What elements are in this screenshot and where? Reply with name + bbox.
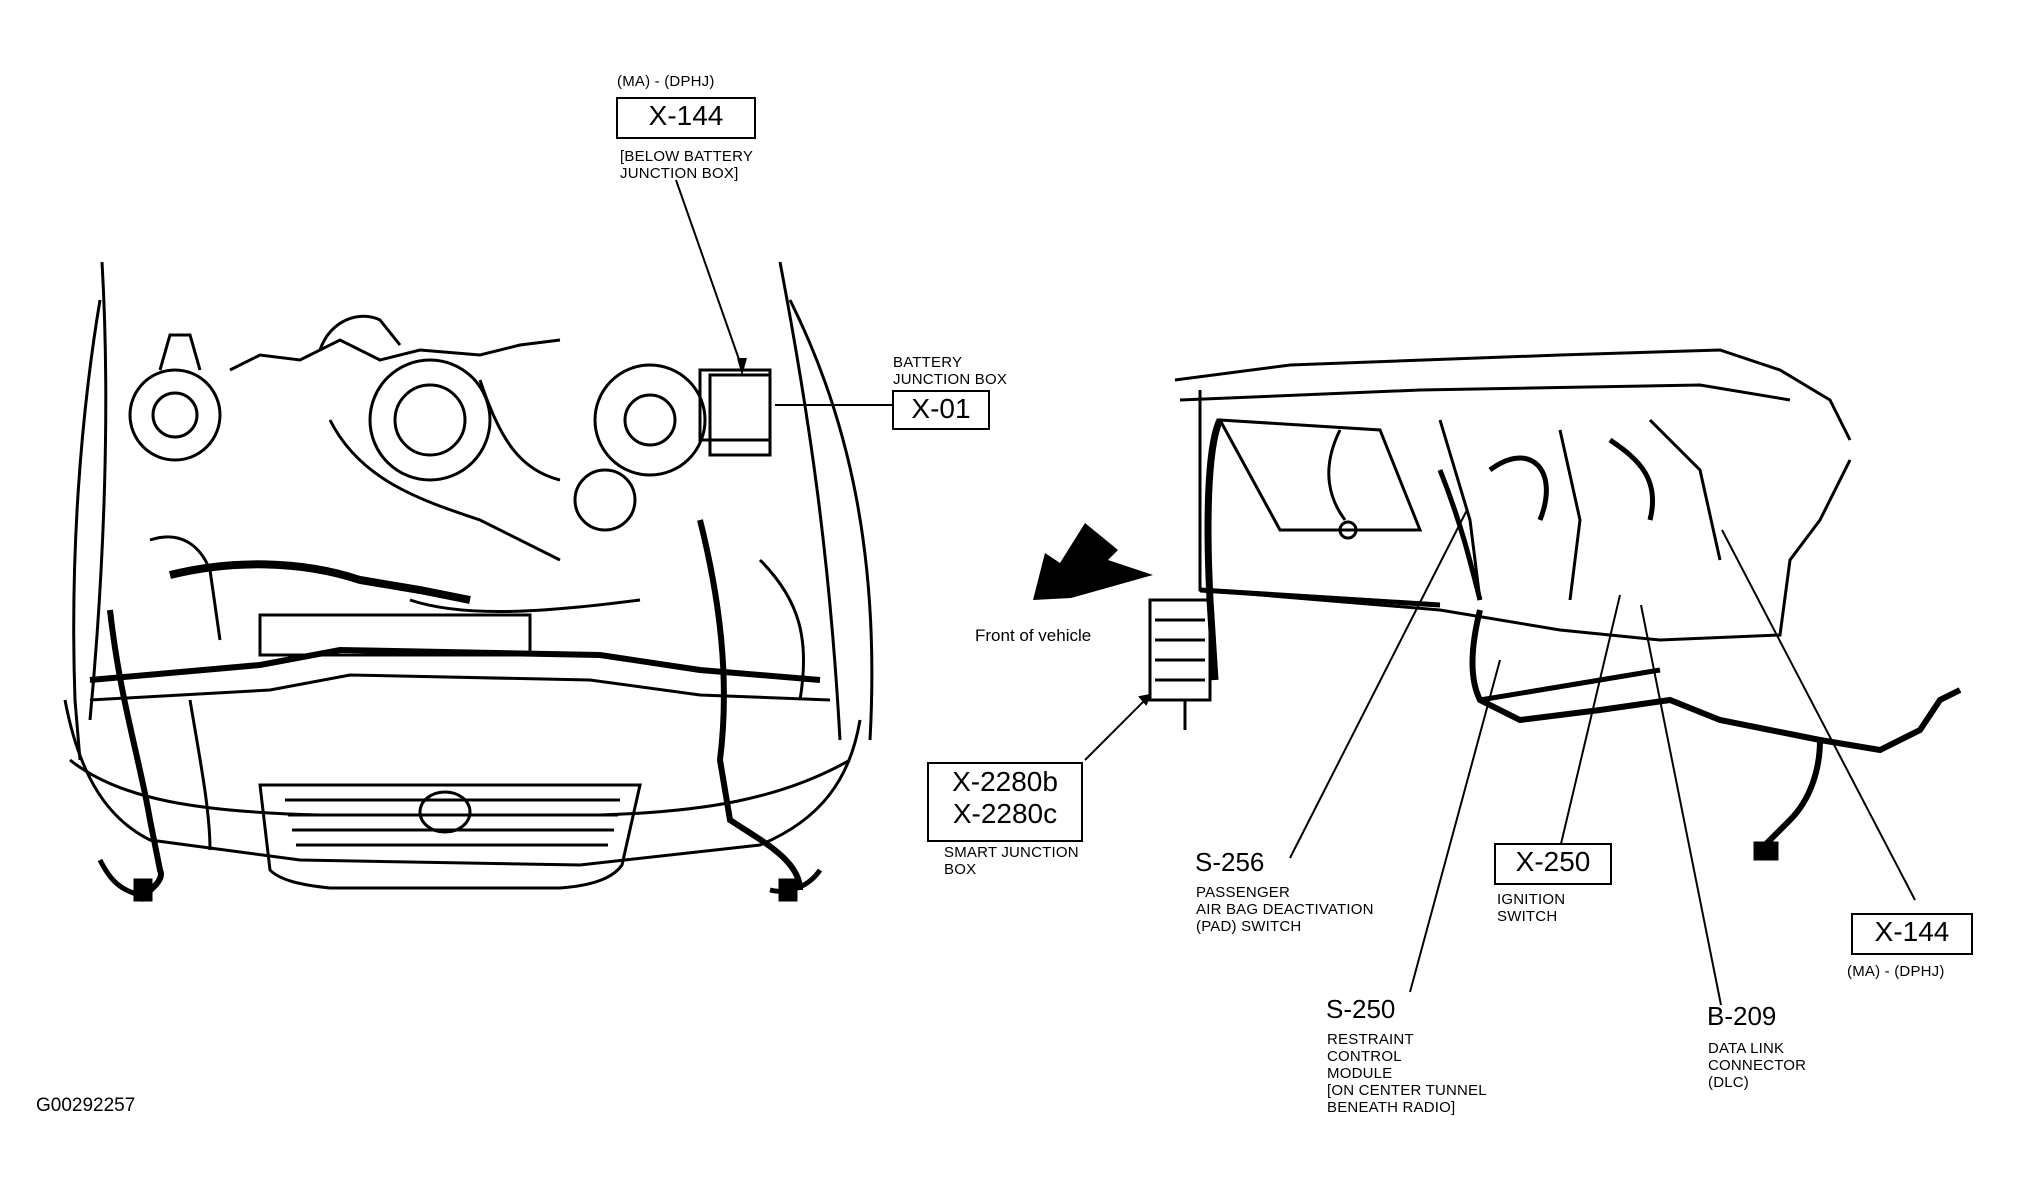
x250-code-box: X-250 [1494, 843, 1612, 885]
x2280c-code: X-2280c [952, 798, 1058, 829]
x144-top-variant: (MA) - (DPHJ) [617, 73, 715, 90]
x144-top-description: [BELOW BATTERY JUNCTION BOX] [620, 148, 754, 182]
x2280b-code: X-2280b [952, 766, 1058, 797]
b209-code: B-209 [1707, 1001, 1777, 1031]
x2280-code-box: X-2280b X-2280c [927, 762, 1083, 842]
engine-compartment-drawing [63, 261, 874, 903]
front-of-vehicle-label: Front of vehicle [975, 626, 1092, 645]
x144-bottom-variant: (MA) - (DPHJ) [1847, 963, 1945, 980]
x144-top-code-box: X-144 [616, 97, 756, 139]
x01-code-box: X-01 [892, 390, 990, 430]
s250-code: S-250 [1326, 994, 1396, 1024]
s256-description: PASSENGER AIR BAG DEACTIVATION (PAD) SWI… [1196, 884, 1374, 935]
x250-description: IGNITION SWITCH [1497, 891, 1566, 925]
figure-id: G00292257 [36, 1095, 136, 1116]
s256-code: S-256 [1195, 847, 1265, 877]
x2280-description: SMART JUNCTION BOX [944, 844, 1079, 878]
x01-description: BATTERY JUNCTION BOX [893, 354, 1008, 388]
x144-bottom-code-box: X-144 [1851, 913, 1973, 955]
front-of-vehicle-arrow-icon [1033, 523, 1153, 600]
leader-lines [675, 179, 1916, 1006]
instrument-panel-drawing [1148, 348, 1962, 861]
s250-description: RESTRAINT CONTROL MODULE [ON CENTER TUNN… [1327, 1031, 1487, 1116]
b209-description: DATA LINK CONNECTOR (DLC) [1708, 1040, 1807, 1091]
